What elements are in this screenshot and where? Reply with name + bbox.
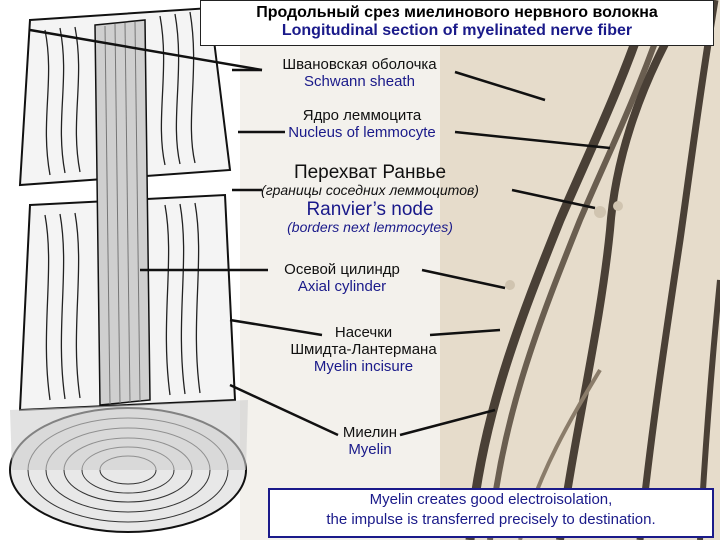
note-line2: the impulse is transferred precisely to … xyxy=(326,511,656,528)
myelin-ru: Миелин xyxy=(342,424,398,441)
schwann-sheath-ru: Шванoвская оболочка xyxy=(282,56,437,73)
incisure-en: Myelin incisure xyxy=(313,357,414,375)
label-ranvier-node: Перехват Ранвье (границы соседних леммоц… xyxy=(225,162,515,236)
ranvier-node-marks xyxy=(505,201,623,290)
ranvier-en-sub: (borders next lemmocytes) xyxy=(287,219,453,236)
note-line1: Myelin creates good electroisolation, xyxy=(369,491,613,508)
nucleus-ru: Ядро леммоцита xyxy=(302,107,422,124)
label-myelin-incisure: Насечки Шмидта-Лантермана Myelin incisur… xyxy=(266,324,461,375)
ranvier-en: Ranvier’s node xyxy=(306,198,434,220)
ranvier-ru: Перехват Ранвье xyxy=(293,162,447,183)
micrograph-fibers xyxy=(465,0,720,540)
pointer-lines xyxy=(29,28,611,437)
label-schwann-sheath: Шванoвская оболочка Schwann sheath xyxy=(262,56,457,91)
axial-cylinder-ru: Осевой цилиндр xyxy=(284,261,400,278)
label-nucleus: Ядро леммоцита Nucleus of lemmocyte xyxy=(262,107,462,142)
label-axial-cylinder: Осевой цилиндр Axial cylinder xyxy=(262,261,422,296)
axon-stripes xyxy=(104,21,141,405)
myelin-en: Myelin xyxy=(348,440,392,458)
incisure-ru-line1: Насечки xyxy=(334,324,393,341)
nucleus-en: Nucleus of lemmocyte xyxy=(288,123,436,141)
title-box: Продольный срез миелинового нервного вол… xyxy=(200,0,714,46)
note-box: Myelin creates good electroisolation, th… xyxy=(268,488,714,538)
title-english: Longitudinal section of myelinated nerve… xyxy=(281,22,633,39)
label-myelin: Миелин Myelin xyxy=(330,424,410,459)
title-russian: Продольный срез миелинового нервного вол… xyxy=(256,4,658,21)
schwann-sheath-en: Schwann sheath xyxy=(304,72,415,90)
ranvier-ru-sub: (границы соседних леммоцитов) xyxy=(261,182,479,199)
axial-cylinder-en: Axial cylinder xyxy=(297,277,387,295)
incisure-ru-line2: Шмидта-Лантермана xyxy=(290,340,437,358)
